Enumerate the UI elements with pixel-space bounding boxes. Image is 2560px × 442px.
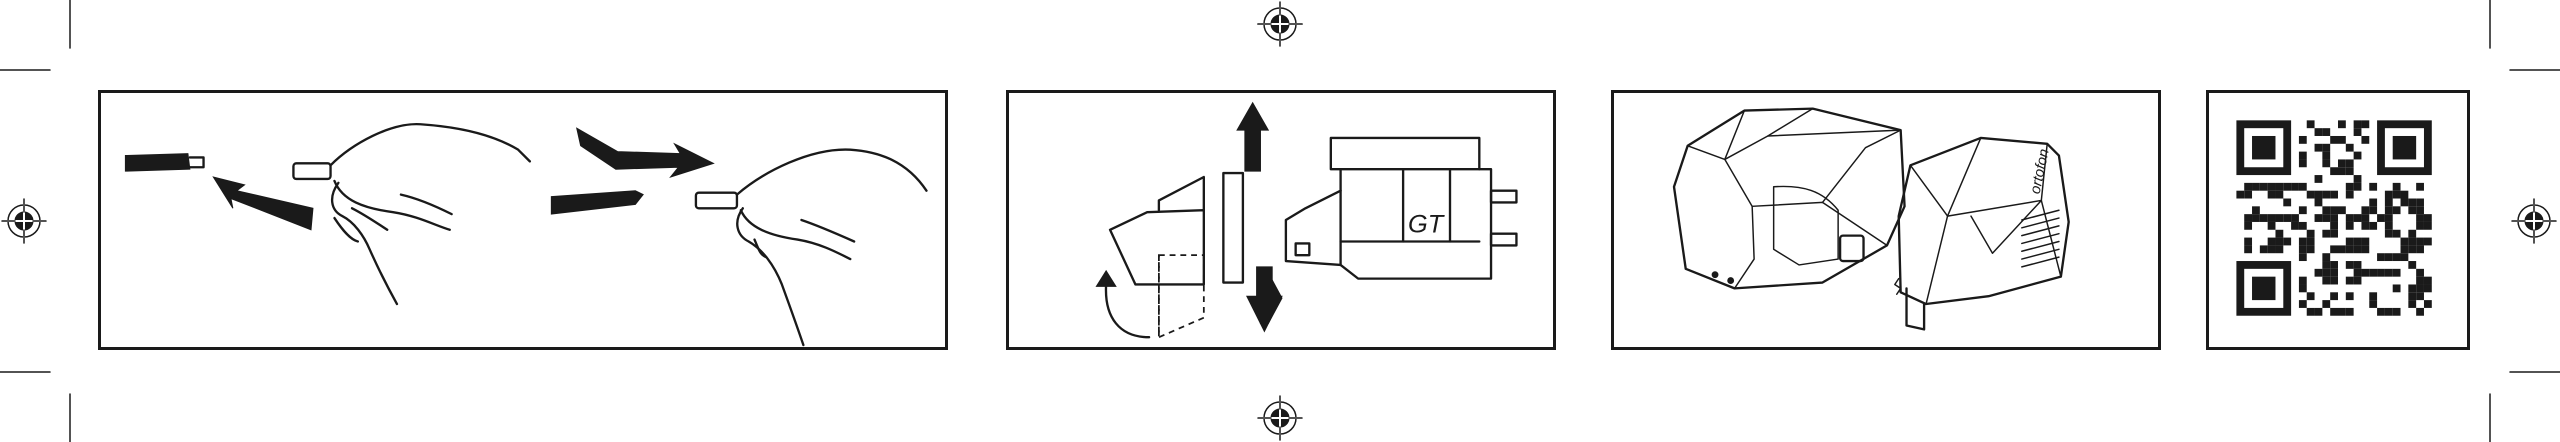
brand-label: ortofon xyxy=(2028,148,2053,196)
registration-mark-right xyxy=(2511,198,2557,244)
registration-mark-bottom xyxy=(1257,395,1303,441)
panel-stylus-guard: GT xyxy=(1006,90,1556,350)
cartridge-model-label: GT xyxy=(1408,211,1446,239)
cartridge-side-view-icon: GT xyxy=(1095,101,1518,339)
hands-stylus-icon xyxy=(124,123,928,347)
qr-code-icon[interactable] xyxy=(2209,93,2467,347)
registration-mark-top xyxy=(1257,1,1303,47)
panel-qr-link[interactable] xyxy=(2206,90,2470,350)
cartridge-3d-icon: ortofon xyxy=(1672,107,2070,331)
panel-stylus-replacement xyxy=(98,90,948,350)
grille-lines xyxy=(2021,209,2060,268)
registration-mark-left xyxy=(1,198,47,244)
panel-cartridge-bodies: ortofon xyxy=(1611,90,2161,350)
